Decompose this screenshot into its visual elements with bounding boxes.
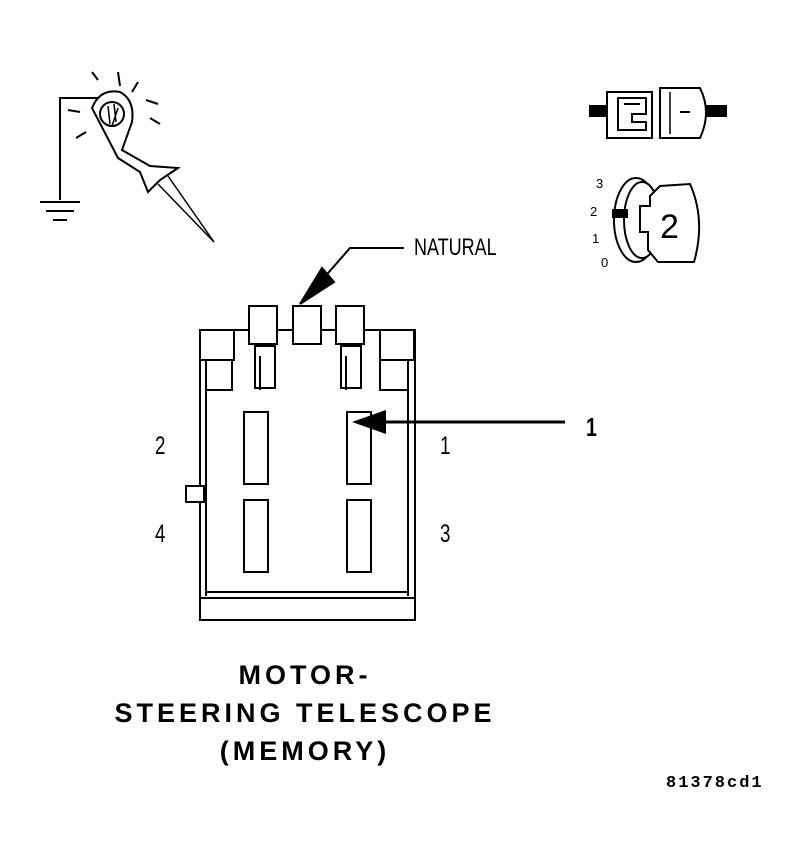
natural-label: NATURAL bbox=[414, 234, 497, 261]
callout-1-arrow bbox=[352, 410, 565, 434]
pin-label-4: 4 bbox=[155, 520, 166, 548]
title-line-1: MOTOR- bbox=[238, 660, 372, 690]
pin-label-1: 1 bbox=[440, 432, 451, 460]
terminal-2 bbox=[243, 411, 269, 485]
natural-leader bbox=[299, 247, 404, 305]
title-line-3: (MEMORY) bbox=[219, 736, 391, 766]
ignition-position-2: 2 bbox=[590, 204, 598, 219]
terminal-3 bbox=[346, 499, 372, 573]
ignition-key-label: 2 bbox=[660, 208, 679, 246]
ignition-position-0: 0 bbox=[601, 255, 609, 270]
pin-label-3: 3 bbox=[440, 520, 451, 548]
ignition-position-1: 1 bbox=[592, 231, 600, 246]
pin-label-2: 2 bbox=[155, 432, 166, 460]
terminal-4 bbox=[243, 499, 269, 573]
connector-body bbox=[185, 305, 416, 621]
figure-code: 81378cd1 bbox=[666, 774, 764, 793]
ignition-position-3: 3 bbox=[596, 176, 604, 191]
test-light-icon bbox=[40, 71, 215, 243]
connector-disconnected-icon bbox=[589, 87, 727, 139]
ignition-switch-icon bbox=[612, 177, 701, 263]
title-line-2: STEERING TELESCOPE bbox=[114, 698, 496, 728]
callout-1-label: 1 bbox=[586, 412, 597, 442]
